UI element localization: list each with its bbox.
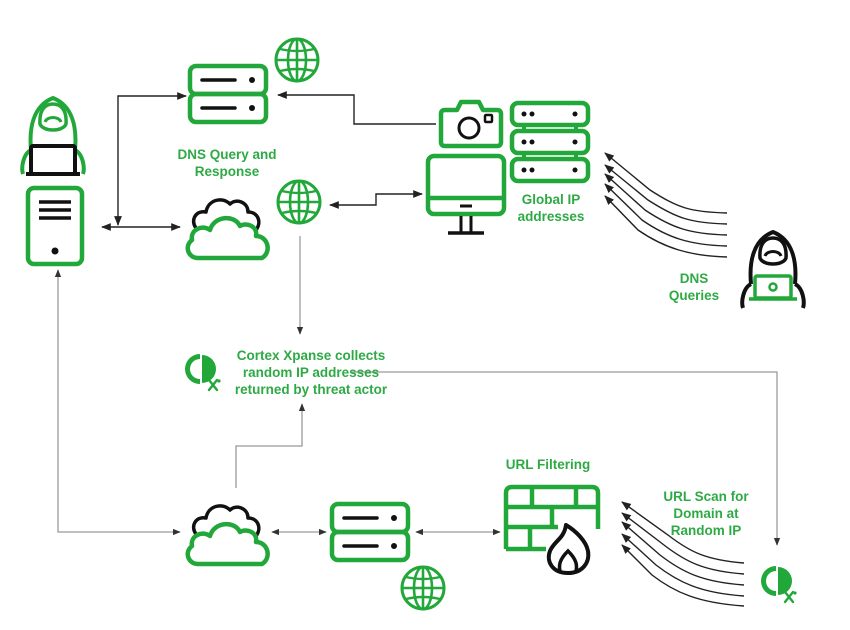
hooded-hacker-laptop-icon [740, 230, 806, 310]
label-global-ip-addresses: Global IP addresses [517, 192, 585, 224]
camera-icon [438, 99, 504, 149]
connector-client-to-bottom-cloud [54, 269, 181, 536]
connectors [54, 91, 781, 607]
label-dns-query-response: DNS Query and Response [177, 147, 277, 179]
connector-cortex-to-scanner [352, 371, 781, 546]
globe-icon [276, 179, 322, 225]
cortex-xpanse-icon [759, 564, 798, 604]
connector-client-to-dns [101, 92, 187, 231]
server-rack-icon [509, 100, 591, 184]
cloud-icon [188, 200, 268, 258]
connector-globe-to-monitor [329, 190, 423, 209]
cloud-icon [188, 506, 268, 564]
label-cortex-xpanse: Cortex Xpanse collects random IP address… [234, 348, 388, 397]
globe-icon [400, 565, 446, 611]
label-url-filtering: URL Filtering [505, 457, 591, 472]
connector-camera-to-dns [277, 91, 436, 125]
server-stack-icon [190, 66, 266, 122]
server-stack-icon [332, 504, 408, 560]
monitor-icon [425, 153, 507, 235]
label-url-scan: URL Scan for Domain at Random IP [663, 489, 749, 538]
globe-icon [274, 37, 320, 83]
tower-server-icon [25, 185, 85, 267]
hooded-hacker-laptop-icon [20, 96, 86, 176]
firewall-flame-icon [503, 484, 601, 575]
label-dns-queries: DNS Queries [668, 271, 720, 303]
connector-cloud-to-cortex [235, 403, 306, 488]
cortex-xpanse-icon [183, 352, 222, 392]
dns-queries-arrows [604, 152, 728, 258]
url-scan-arrows [621, 501, 745, 607]
